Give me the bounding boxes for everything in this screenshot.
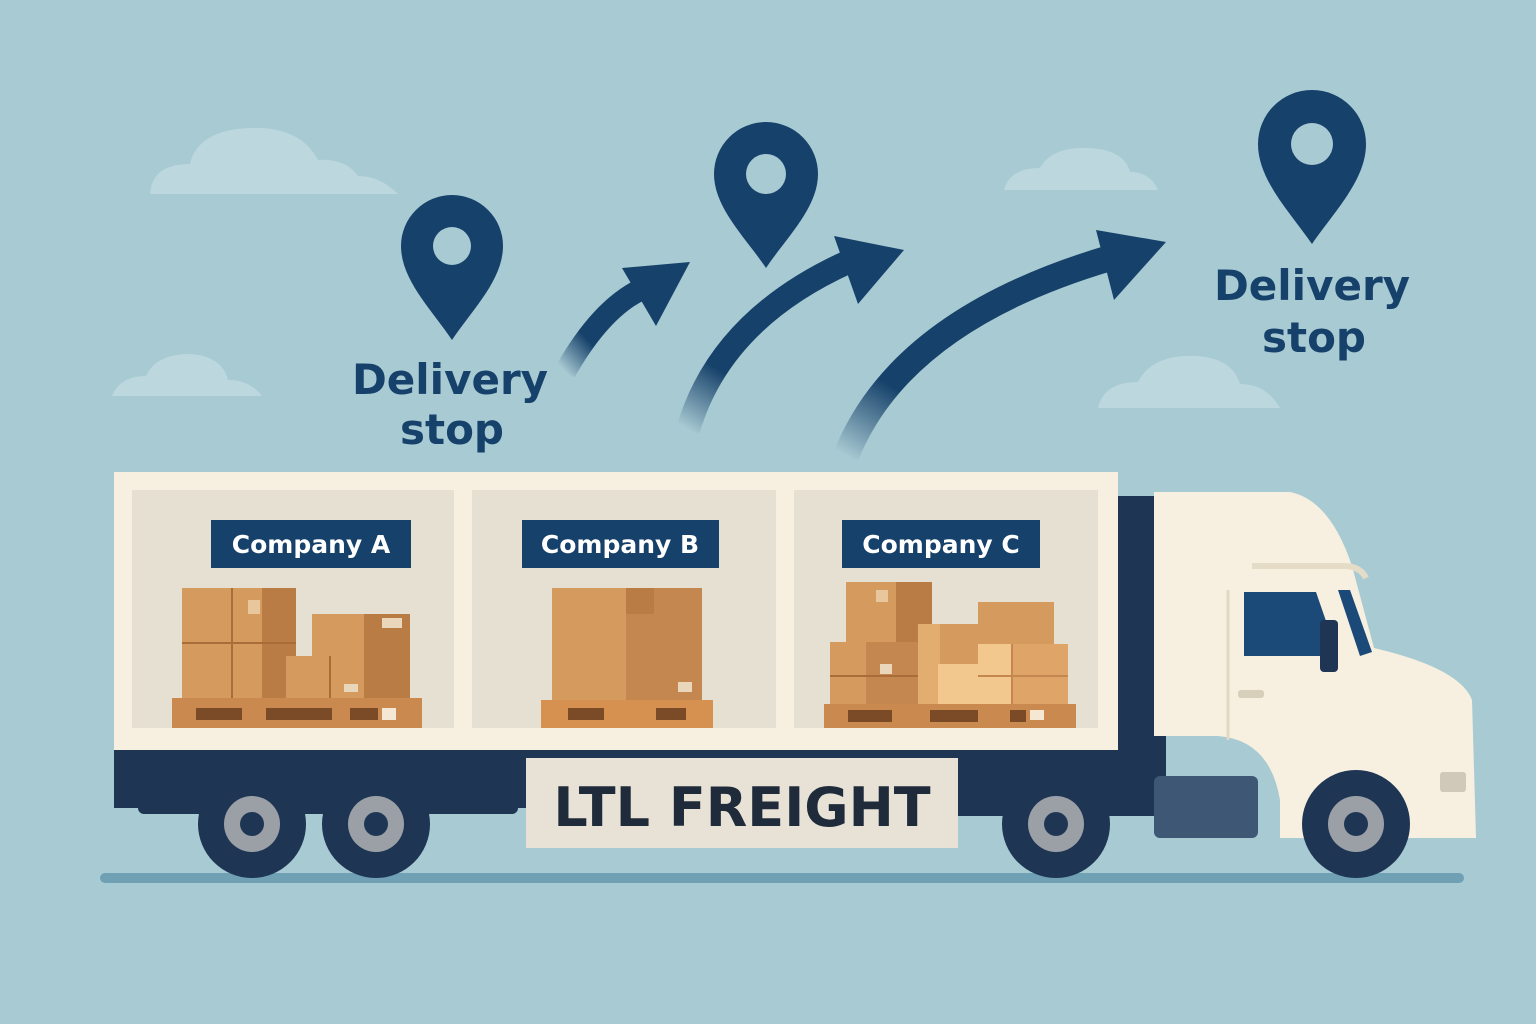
company-label: Company B xyxy=(522,520,719,568)
pallet-boxes-b xyxy=(541,588,713,728)
cloud-icon xyxy=(112,354,262,396)
pallet-boxes-c xyxy=(824,582,1076,728)
side-mirror xyxy=(1320,620,1338,672)
trailer-sign-text: LTL FREIGHT xyxy=(553,776,930,839)
headlight xyxy=(1440,772,1466,792)
pallet-boxes-a xyxy=(172,588,422,728)
location-pin-icon xyxy=(401,195,503,340)
wheel xyxy=(322,770,430,878)
company-label-text: Company B xyxy=(541,530,699,559)
company-label-text: Company A xyxy=(232,530,391,559)
company-label: Company C xyxy=(842,520,1040,568)
location-pin-icon xyxy=(714,122,818,268)
wheel xyxy=(1002,770,1110,878)
company-label: Company A xyxy=(211,520,411,568)
trailer-sign: LTL FREIGHT xyxy=(526,758,958,848)
cab-window xyxy=(1244,592,1338,656)
cloud-icon xyxy=(1004,147,1158,190)
curved-arrow-icon xyxy=(676,236,904,434)
delivery-stop-label-line1: Delivery xyxy=(352,355,548,404)
wheel xyxy=(198,770,306,878)
curved-arrow-icon xyxy=(833,230,1166,461)
truck-cab xyxy=(1154,492,1476,838)
delivery-stop-label-line2: stop xyxy=(1262,313,1366,362)
wheel xyxy=(1302,770,1410,878)
delivery-stop-label-line2: stop xyxy=(400,405,504,454)
door-handle xyxy=(1238,690,1264,698)
delivery-stop-label-line1: Delivery xyxy=(1214,261,1410,310)
location-pin-icon xyxy=(1258,90,1366,244)
cloud-icon xyxy=(150,127,398,194)
cloud-icon xyxy=(1098,355,1280,408)
company-label-text: Company C xyxy=(862,530,1019,559)
ground-line xyxy=(100,873,1464,883)
curved-arrow-icon xyxy=(555,262,690,378)
